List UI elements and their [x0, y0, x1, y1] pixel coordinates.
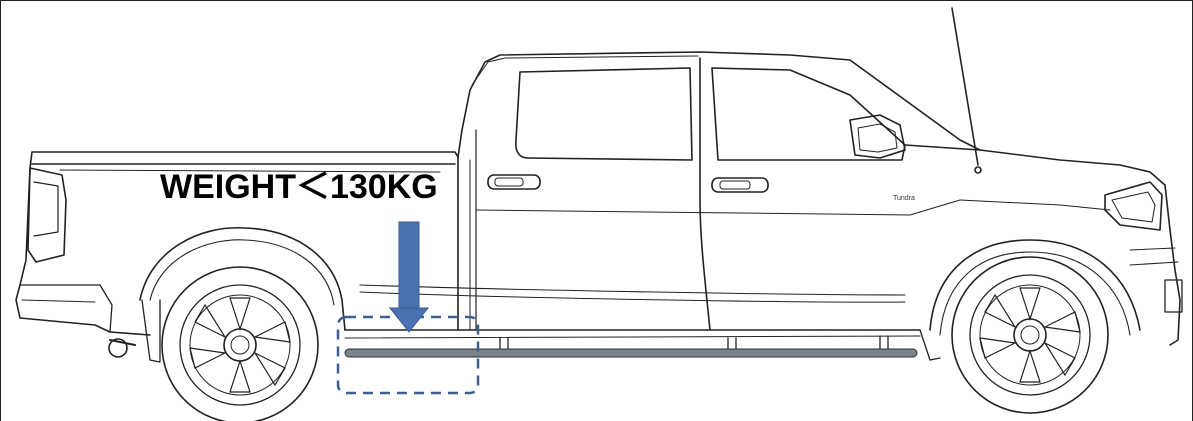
- front-mud-flap: [919, 329, 941, 361]
- lower-crease: [359, 284, 906, 296]
- front-door-handle-inner: [719, 180, 751, 190]
- rear-door-handle-inner: [494, 177, 524, 187]
- front-wheel-arch: [929, 239, 1141, 331]
- hitch-ball: [108, 338, 128, 358]
- hitch-bar: [109, 339, 136, 346]
- belt-line: [475, 199, 961, 216]
- rear-wheel: [161, 266, 319, 421]
- antenna: [951, 7, 979, 166]
- step-bracket-front: [879, 335, 889, 351]
- front-arch-inner: [939, 251, 1131, 336]
- front-door-handle: [711, 177, 769, 193]
- tail-light: [27, 167, 67, 263]
- headlight: [1104, 181, 1163, 231]
- step-area-highlight-box: [336, 315, 480, 395]
- mirror-inner: [857, 123, 898, 153]
- fender-crease: [959, 199, 1111, 211]
- rear-mud-flap: [141, 299, 161, 363]
- rear-wheel-arch: [139, 227, 346, 331]
- antenna-base: [974, 166, 982, 174]
- roof-line: [471, 55, 699, 86]
- grille-lines: [1129, 247, 1179, 266]
- weight-down-arrow-icon: [388, 221, 430, 333]
- cab-outline: [457, 51, 981, 158]
- tail-light-inner: [33, 181, 59, 237]
- model-badge: Tundra: [893, 195, 915, 202]
- lower-crease-2: [359, 291, 906, 303]
- rear-door-window: [515, 67, 693, 161]
- rear-door-handle: [487, 174, 541, 190]
- running-board-step-bar: [344, 348, 918, 358]
- rocker-lower: [344, 335, 921, 339]
- bed-crease: [59, 169, 441, 173]
- weight-limit-label: WEIGHT＜130KG: [160, 168, 438, 206]
- rear-bumper: [19, 284, 113, 333]
- front-wheel: [951, 256, 1109, 414]
- headlight-inner: [1111, 191, 1156, 223]
- front-grille-outline: [1149, 171, 1181, 346]
- rear-arch-inner: [149, 239, 335, 306]
- side-mirror: [849, 114, 906, 159]
- front-door-window: [711, 67, 906, 161]
- bumper-line: [21, 299, 96, 303]
- fog-light: [1164, 279, 1183, 313]
- hood-line: [904, 144, 1151, 173]
- door-seam: [699, 57, 711, 331]
